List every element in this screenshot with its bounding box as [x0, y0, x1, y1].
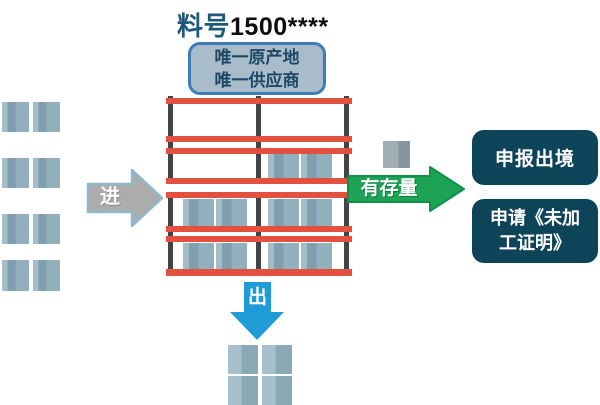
cargo-box [268, 243, 299, 269]
info-line-origin: 唯一原产地 [214, 47, 300, 67]
unique-origin-supplier-box: 唯一原产地 唯一供应商 [188, 42, 326, 95]
cargo-box [301, 152, 332, 178]
stock-unit-box [383, 141, 410, 168]
material-number-value: 1500**** [230, 13, 329, 41]
inbound-arrow-label: 进 [100, 186, 120, 208]
apply-certificate-label-line1: 申请《未加 [490, 208, 580, 228]
cargo-box [183, 199, 214, 226]
declare-exit-label: 申报出境 [494, 149, 575, 170]
action-button-declare-exit: 申报出境 [472, 130, 598, 185]
cargo-box [301, 243, 332, 269]
rack-beam [166, 178, 352, 184]
cargo-box [33, 102, 60, 132]
cargo-box [228, 376, 258, 405]
rack-beam [166, 269, 352, 276]
cargo-box [228, 345, 258, 374]
stock-arrow-label: 有存量 [360, 178, 418, 199]
inbound-arrow-icon: 进 [86, 167, 164, 229]
cargo-box [216, 199, 247, 226]
material-number-label: 料号 [177, 11, 231, 41]
cargo-box [33, 260, 60, 291]
outbound-arrow-label: 出 [247, 287, 267, 308]
page-title: 料号1500**** [177, 6, 329, 43]
cargo-box [262, 376, 292, 405]
cargo-box [2, 214, 29, 244]
rack-beam [166, 148, 352, 154]
cargo-box [268, 152, 299, 178]
storage-rack [166, 96, 352, 277]
rack-beam [166, 192, 352, 198]
action-button-apply-certificate: 申请《未加 工证明》 [472, 199, 598, 263]
cargo-box [33, 158, 60, 188]
rack-beam [166, 236, 352, 242]
cargo-box [268, 199, 299, 226]
rack-beam [166, 98, 352, 104]
cargo-box [33, 214, 60, 244]
rack-post [256, 192, 261, 272]
stock-arrow-icon: 有存量 [346, 164, 466, 214]
cargo-box [301, 199, 332, 226]
cargo-box [2, 102, 29, 132]
info-line-supplier: 唯一供应商 [214, 70, 300, 90]
cargo-box [216, 243, 247, 269]
rack-beam [166, 136, 352, 142]
rack-post [168, 192, 173, 272]
cargo-box [2, 158, 29, 188]
cargo-box [262, 345, 292, 374]
rack-post [344, 192, 349, 272]
apply-certificate-label-line2: 工证明》 [499, 233, 571, 253]
rack-beam [166, 226, 352, 232]
outbound-arrow-icon: 出 [227, 280, 287, 342]
cargo-box [183, 243, 214, 269]
cargo-box [2, 260, 29, 291]
